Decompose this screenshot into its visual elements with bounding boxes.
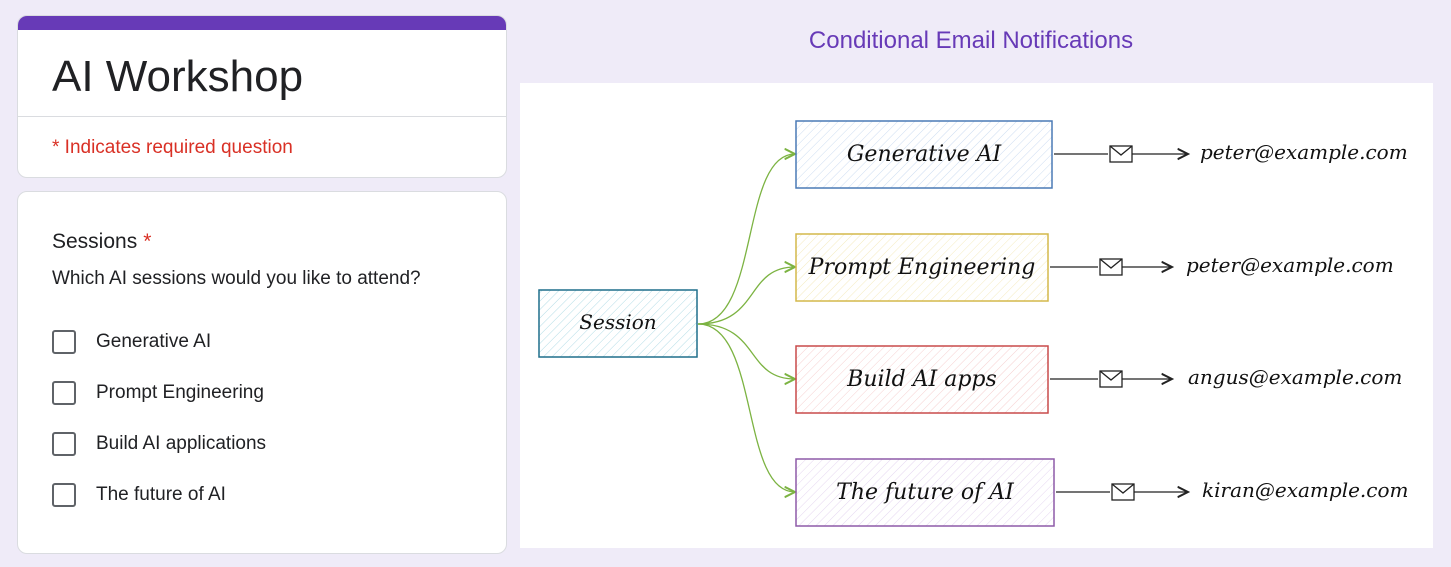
form-title: AI Workshop — [52, 52, 304, 101]
email-address: angus@example.com — [1188, 365, 1402, 389]
source-node-session: Session — [538, 289, 698, 358]
required-asterisk: * — [143, 230, 152, 253]
route-generative-ai: Generative AI peter@example.com — [795, 120, 1408, 189]
session-node-label: Generative AI — [847, 142, 1003, 167]
envelope-icon — [1111, 483, 1135, 501]
email-address: peter@example.com — [1186, 253, 1394, 277]
envelope-icon — [1109, 145, 1133, 163]
option-future-of-ai[interactable]: The future of AI — [52, 480, 226, 510]
route-build-ai-apps: Build AI apps angus@example.com — [795, 345, 1402, 414]
header-accent-bar — [18, 16, 506, 30]
form-header-card: AI Workshop * Indicates required questio… — [17, 15, 507, 178]
option-label: The future of AI — [96, 484, 226, 505]
edge-to-build-ai-apps — [697, 323, 795, 379]
option-prompt-engineering[interactable]: Prompt Engineering — [52, 378, 264, 408]
diagram-panel: Session Generative AI peter@example.com … — [520, 83, 1433, 548]
option-label: Generative AI — [96, 331, 212, 352]
session-node-label: Prompt Engineering — [808, 255, 1036, 280]
sessions-question-card: Sessions* Which AI sessions would you li… — [17, 191, 507, 554]
checkbox[interactable] — [52, 432, 76, 456]
diagram-title: Conditional Email Notifications — [808, 27, 1134, 54]
option-generative-ai[interactable]: Generative AI — [52, 327, 211, 357]
question-title-text: Sessions — [52, 230, 138, 253]
edge-to-generative-ai — [697, 154, 795, 325]
session-node — [795, 120, 1053, 189]
envelope-icon — [1099, 370, 1123, 388]
edge-to-prompt-engineering — [697, 267, 795, 325]
route-prompt-engineering: Prompt Engineering peter@example.com — [795, 233, 1394, 302]
required-note: * Indicates required question — [52, 137, 293, 158]
email-address: peter@example.com — [1200, 140, 1408, 164]
checkbox[interactable] — [52, 381, 76, 405]
source-node-label: Session — [579, 310, 656, 334]
option-label: Prompt Engineering — [96, 382, 264, 403]
checkbox[interactable] — [52, 330, 76, 354]
question-description: Which AI sessions would you like to atte… — [52, 268, 421, 289]
notification-flow-diagram: Session Generative AI peter@example.com … — [538, 120, 1408, 527]
session-node-label: The future of AI — [836, 480, 1015, 505]
session-node — [795, 458, 1055, 527]
envelope-icon — [1099, 258, 1123, 276]
session-node — [795, 345, 1049, 414]
option-label: Build AI applications — [96, 433, 267, 454]
session-node — [795, 233, 1049, 302]
edge-to-future-of-ai — [697, 323, 795, 492]
email-address: kiran@example.com — [1202, 478, 1408, 502]
header-divider — [18, 116, 506, 117]
route-future-of-ai: The future of AI kiran@example.com — [795, 458, 1408, 527]
session-node-label: Build AI apps — [846, 367, 997, 392]
checkbox[interactable] — [52, 483, 76, 507]
question-title: Sessions* — [52, 230, 151, 254]
option-build-ai-applications[interactable]: Build AI applications — [52, 429, 266, 459]
